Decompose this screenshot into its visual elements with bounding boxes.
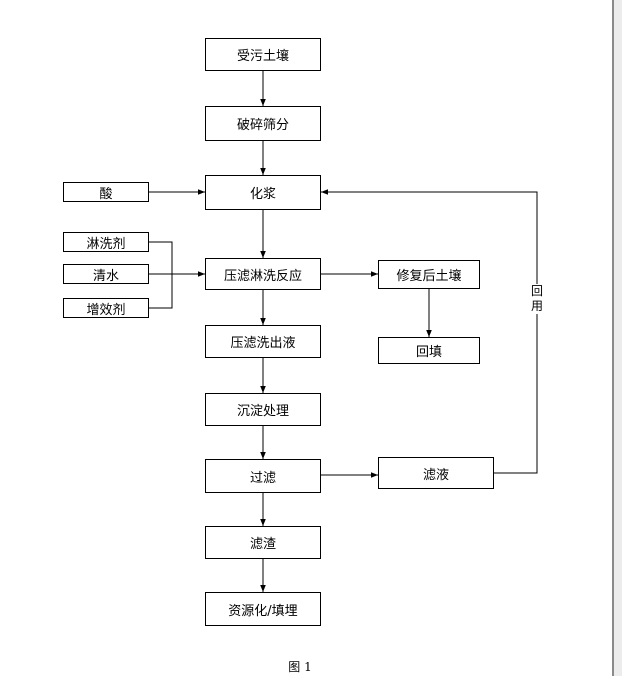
figure-caption: 图 1 — [288, 660, 312, 674]
node-filtration: 过滤 — [205, 459, 321, 493]
arrow-filtrate-recycle — [321, 189, 538, 474]
node-slurry: 化浆 — [205, 175, 321, 210]
recycle-label: 回 用 — [530, 284, 544, 314]
node-precipitation: 沉淀处理 — [205, 393, 321, 426]
node-enhancer: 增效剂 — [63, 298, 149, 318]
node-filter-residue: 滤渣 — [205, 526, 321, 559]
node-press-filter-wash: 压滤淋洗反应 — [205, 258, 321, 290]
node-acid: 酸 — [63, 182, 149, 202]
line-leaching-agent — [149, 241, 173, 274]
node-resource-landfill: 资源化/填埋 — [205, 592, 321, 626]
node-filtrate: 滤液 — [378, 457, 494, 489]
node-backfill: 回填 — [378, 337, 480, 364]
line-enhancer — [149, 274, 173, 309]
recycle-label-char-2: 用 — [530, 299, 543, 313]
recycle-label-char-1: 回 — [530, 284, 543, 298]
node-clean-water: 清水 — [63, 264, 149, 284]
node-contaminated-soil: 受污土壤 — [205, 38, 321, 71]
node-filter-wash-effluent: 压滤洗出液 — [205, 325, 321, 358]
node-crush-screen: 破碎筛分 — [205, 106, 321, 141]
page-border — [612, 0, 614, 676]
page-edge — [614, 0, 622, 676]
node-leaching-agent: 淋洗剂 — [63, 232, 149, 252]
node-remediated-soil: 修复后土壤 — [378, 260, 480, 289]
